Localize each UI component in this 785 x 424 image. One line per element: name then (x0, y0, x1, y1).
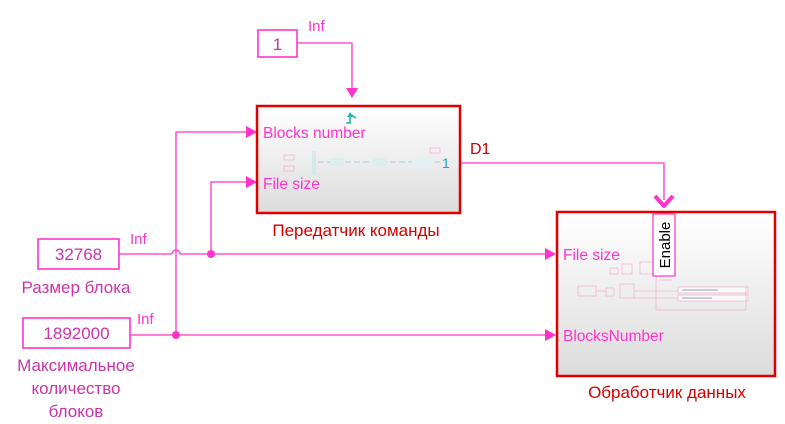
constant-block-size-rate: Inf (130, 231, 148, 248)
branch-point-max-blocks (172, 331, 180, 339)
constant-one-rate: Inf (308, 18, 326, 35)
constant-max-blocks-caption-line-1: Максимальное (17, 356, 135, 375)
constant-max-blocks-block[interactable] (22, 317, 131, 349)
transmitter-output-port-label: 1 (442, 155, 450, 171)
constant-block-size-caption: Размер блока (22, 278, 132, 297)
transmitter-input-blocks-number: Blocks number (263, 125, 366, 142)
signal-line-max-blocks-branch[interactable] (175, 131, 246, 335)
constant-max-blocks-caption-line-2: количество (31, 379, 120, 398)
arrow-proc-file-size-in (545, 248, 556, 260)
constant-block-size-block[interactable] (37, 238, 120, 270)
transmitter-output-signal-label: D1 (470, 141, 491, 158)
constant-max-blocks-caption-line-3: блоков (49, 402, 104, 421)
constant-one-value: 1 (273, 35, 282, 54)
signal-line-block-size-branch[interactable] (210, 181, 246, 254)
constant-block-size-value: 32768 (55, 245, 102, 264)
arrow-blocks-number-in (246, 126, 257, 138)
processor-title: Обработчик данных (588, 383, 746, 402)
constant-max-blocks-rate: Inf (137, 311, 155, 328)
arrow-proc-blocks-in (545, 329, 556, 341)
signal-line-d1[interactable] (460, 162, 665, 200)
signal-line-constant-one[interactable] (297, 42, 353, 91)
trigger-icon (346, 112, 357, 124)
branch-point-block-size (207, 250, 215, 258)
arrow-file-size-in (246, 176, 257, 188)
arrow-trigger-in (346, 88, 358, 98)
processor-input-blocks-number: BlocksNumber (563, 328, 664, 345)
constant-one-block[interactable] (257, 29, 298, 58)
enable-port-label: Enable (657, 222, 674, 269)
transmitter-input-file-size: File size (263, 176, 320, 193)
transmitter-preview-icon (283, 147, 441, 175)
enable-chevron-icon (653, 194, 675, 208)
processor-input-file-size: File size (563, 247, 620, 264)
enable-port-box[interactable] (652, 213, 676, 277)
constant-max-blocks-value: 1892000 (43, 324, 109, 343)
processor-preview-text-lines (682, 289, 718, 299)
transmitter-title: Передатчик команды (272, 221, 439, 240)
